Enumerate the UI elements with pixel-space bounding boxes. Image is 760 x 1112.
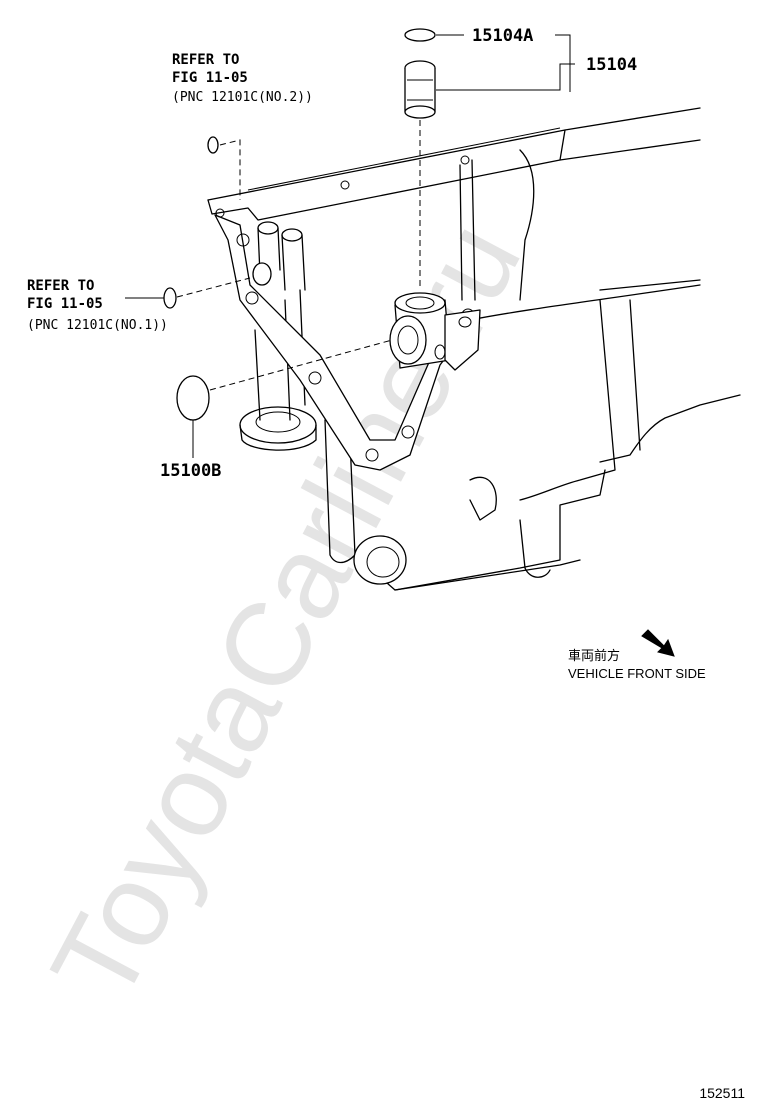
o-ring-no1[interactable] bbox=[163, 287, 177, 309]
refer-left-line3: (PNC 12101C(NO.1)) bbox=[27, 318, 168, 333]
label-15104: 15104 bbox=[586, 55, 637, 75]
refer-left-line2: FIG 11-05 bbox=[27, 296, 103, 312]
refer-note-top[interactable]: REFER TO FIG 11-05 (PNC 12101C(NO.2)) bbox=[172, 52, 313, 105]
o-ring-15100b[interactable] bbox=[176, 375, 210, 421]
refer-left-line1: REFER TO bbox=[27, 278, 94, 294]
refer-top-line2: FIG 11-05 bbox=[172, 70, 248, 86]
refer-top-line3: (PNC 12101C(NO.2)) bbox=[172, 90, 313, 105]
o-ring-no2[interactable] bbox=[207, 136, 219, 154]
assembly-guide-lines bbox=[176, 120, 421, 391]
figure-number: 152511 bbox=[699, 1085, 745, 1101]
arrow-down-right-icon bbox=[641, 629, 675, 657]
label-15104a: 15104A bbox=[472, 26, 533, 46]
callout-leaders bbox=[125, 34, 575, 458]
vehicle-front-english: VEHICLE FRONT SIDE bbox=[568, 666, 706, 681]
label-15100b: 15100B bbox=[160, 461, 221, 481]
refer-note-left[interactable]: REFER TO FIG 11-05 (PNC 12101C(NO.1)) bbox=[27, 278, 168, 333]
oil-strainer-15104[interactable] bbox=[404, 60, 436, 119]
gasket-ring-15104a[interactable] bbox=[404, 28, 436, 42]
engine-block-drawing bbox=[207, 107, 741, 591]
vehicle-front-indicator: 車両前方 VEHICLE FRONT SIDE bbox=[568, 629, 706, 681]
vehicle-front-japanese: 車両前方 bbox=[568, 648, 620, 663]
refer-top-line1: REFER TO bbox=[172, 52, 239, 68]
